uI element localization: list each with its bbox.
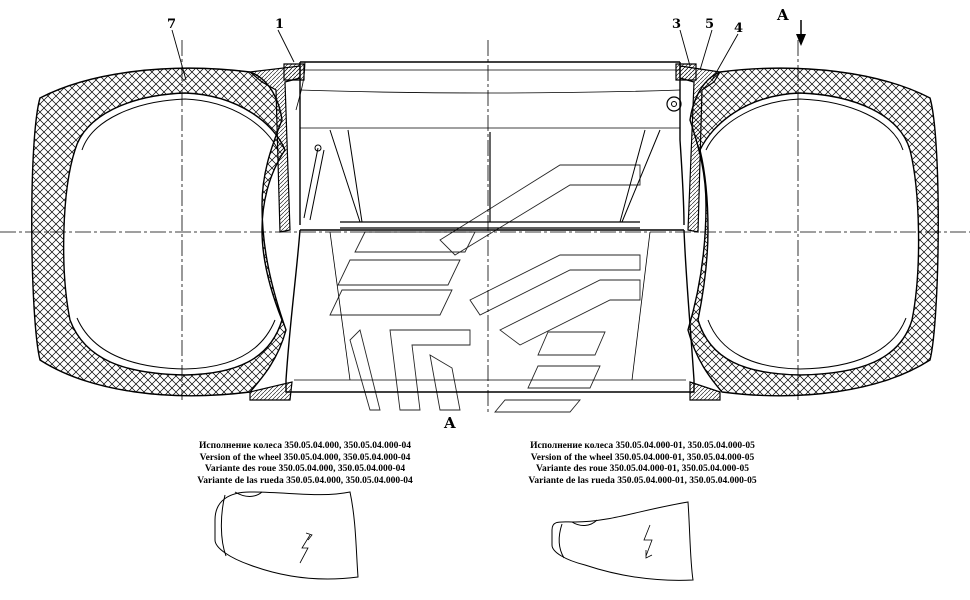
caption-line: Version of the wheel 350.05.04.000, 350.… — [199, 452, 411, 463]
watermark-logo — [329, 164, 641, 413]
section-label-top: A — [776, 6, 789, 24]
wheel-rim — [248, 61, 721, 401]
left-tire — [31, 67, 287, 397]
callout-7: 7 — [167, 17, 176, 32]
caption-line: Variante de las rueda 350.05.04.000, 350… — [197, 475, 413, 486]
right-variant-caption: Исполнение колеса 350.05.04.000-01, 350.… — [490, 441, 795, 487]
left-variant-caption: Исполнение колеса 350.05.04.000, 350.05.… — [155, 441, 455, 487]
callout-1: 1 — [275, 17, 284, 32]
callout-4: 4 — [734, 21, 743, 36]
right-tire — [687, 67, 939, 397]
section-label-bottom: A — [443, 414, 456, 432]
center-lines — [0, 40, 970, 412]
caption-line: Variante des roue 350.05.04.000, 350.05.… — [204, 464, 406, 474]
section-arrow-icon — [796, 20, 806, 46]
caption-line: Version of the wheel 350.05.04.000-01, 3… — [530, 452, 755, 463]
caption-line: Variante de las rueda 350.05.04.000-01, … — [528, 475, 757, 486]
callout-5: 5 — [705, 17, 714, 32]
caption-line: Исполнение колеса 350.05.04.000-01, 350.… — [530, 441, 755, 451]
caption-line: Исполнение колеса 350.05.04.000, 350.05.… — [198, 441, 412, 451]
callout-leaders — [171, 29, 739, 81]
caption-line: Variante des roue 350.05.04.000-01, 350.… — [536, 464, 749, 474]
callout-3: 3 — [672, 17, 681, 32]
left-variant-sketch — [214, 491, 359, 580]
right-variant-sketch — [551, 501, 694, 581]
